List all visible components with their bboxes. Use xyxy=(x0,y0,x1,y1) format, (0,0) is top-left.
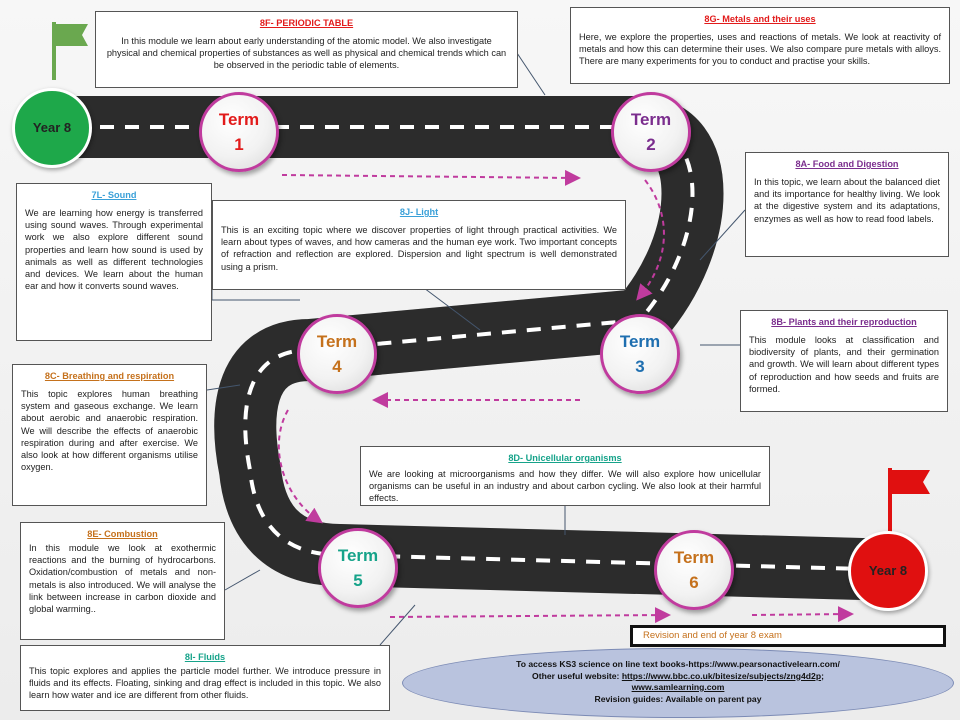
topic-8b-title: 8B- Plants and their reproduction xyxy=(771,317,917,327)
topic-8a-box: 8A- Food and Digestion In this topic, we… xyxy=(745,152,949,257)
topic-7l-box: 7L- Sound We are learning how energy is … xyxy=(16,183,212,341)
topic-8a-title: 8A- Food and Digestion xyxy=(795,159,899,169)
topic-8g-box: 8G- Metals and their uses Here, we explo… xyxy=(570,7,950,84)
term-3-number: 3 xyxy=(635,357,645,376)
topic-8d-title: 8D- Unicellular organisms xyxy=(508,453,622,463)
term-1-label: Term xyxy=(218,110,260,129)
year-end-circle: Year 8 xyxy=(848,531,928,611)
road-dashes xyxy=(50,125,901,572)
resource-line-2-prefix: Other useful website: xyxy=(532,670,622,681)
direction-arrow-5 xyxy=(389,607,671,624)
term-2-number: 2 xyxy=(646,135,656,154)
resources-panel: To access KS3 science on line text books… xyxy=(402,648,954,718)
term-3-label: Term xyxy=(619,332,661,351)
term-5-number: 5 xyxy=(353,571,363,590)
topic-8j-title: 8J- Light xyxy=(399,207,439,217)
topic-8i-title: 8I- Fluids xyxy=(184,652,226,662)
topic-8e-box: 8E- Combustion In this module we look at… xyxy=(20,522,225,640)
topic-8f-title: 8F- PERIODIC TABLE xyxy=(259,18,354,28)
resource-line-2: Other useful website: https://www.bbc.co… xyxy=(403,671,953,683)
start-flag-icon xyxy=(52,22,88,80)
topic-8f-text: In this module we learn about early unde… xyxy=(106,36,507,71)
term-2-label: Term xyxy=(630,110,672,129)
topic-8d-box: 8D- Unicellular organisms We are looking… xyxy=(360,446,770,506)
year-start-label: Year 8 xyxy=(32,120,72,135)
term-3-circle: Term 3 xyxy=(600,314,680,394)
term-4-label: Term xyxy=(316,332,358,351)
term-1-circle: Term 1 xyxy=(199,92,279,172)
topic-7l-title: 7L- Sound xyxy=(91,190,137,200)
topic-8c-box: 8C- Breathing and respiration This topic… xyxy=(12,364,207,506)
revision-banner: Revision and end of year 8 exam xyxy=(630,625,946,647)
topic-8d-text: We are looking at microorganisms and how… xyxy=(369,469,761,504)
year-start-circle: Year 8 xyxy=(12,88,92,168)
topic-8f-box: 8F- PERIODIC TABLE In this module we lea… xyxy=(95,11,518,88)
topic-8j-box: 8J- Light This is an exciting topic wher… xyxy=(212,200,626,290)
term-2-circle: Term 2 xyxy=(611,92,691,172)
samlearning-link[interactable]: www.samlearning.com xyxy=(631,682,725,692)
topic-8g-text: Here, we explore the properties, uses an… xyxy=(579,32,941,67)
year-end-label: Year 8 xyxy=(868,563,908,578)
direction-arrow-2 xyxy=(636,179,665,301)
direction-arrow-1 xyxy=(281,169,581,186)
topic-8i-text: This topic explores and applies the part… xyxy=(29,666,381,701)
term-6-label: Term xyxy=(673,548,715,567)
topic-8a-text: In this topic, we learn about the balanc… xyxy=(754,177,940,224)
end-flag-icon xyxy=(888,468,930,540)
bbc-bitesize-link[interactable]: https://www.bbc.co.uk/bitesize/subjects/… xyxy=(621,670,822,681)
topic-8c-title: 8C- Breathing and respiration xyxy=(44,371,175,381)
term-4-number: 4 xyxy=(332,357,342,376)
direction-arrow-4 xyxy=(277,409,323,524)
topic-8j-text: This is an exciting topic where we disco… xyxy=(221,225,617,272)
direction-arrow-6 xyxy=(751,606,854,623)
resource-line-4: Revision guides: Available on parent pay xyxy=(594,693,762,704)
term-1-number: 1 xyxy=(234,135,244,154)
topic-8e-text: In this module we look at exothermic rea… xyxy=(29,543,216,614)
topic-8b-box: 8B- Plants and their reproduction This m… xyxy=(740,310,948,412)
revision-text: Revision and end of year 8 exam xyxy=(643,630,782,641)
topic-8i-box: 8I- Fluids This topic explores and appli… xyxy=(20,645,390,711)
resource-line-1: To access KS3 science on line text books… xyxy=(516,659,840,669)
term-6-number: 6 xyxy=(689,573,699,592)
term-6-circle: Term 6 xyxy=(654,530,734,610)
topic-8g-title: 8G- Metals and their uses xyxy=(704,14,816,24)
resource-line-2-suffix: ; xyxy=(821,670,824,681)
topic-8e-title: 8E- Combustion xyxy=(87,529,158,539)
topic-8c-text: This topic explores human breathing syst… xyxy=(21,389,198,472)
term-5-circle: Term 5 xyxy=(318,528,398,608)
topic-8b-text: This module looks at classification and … xyxy=(749,335,939,394)
term-5-label: Term xyxy=(337,546,379,565)
topic-7l-text: We are learning how energy is transferre… xyxy=(25,208,203,291)
term-4-circle: Term 4 xyxy=(297,314,377,394)
